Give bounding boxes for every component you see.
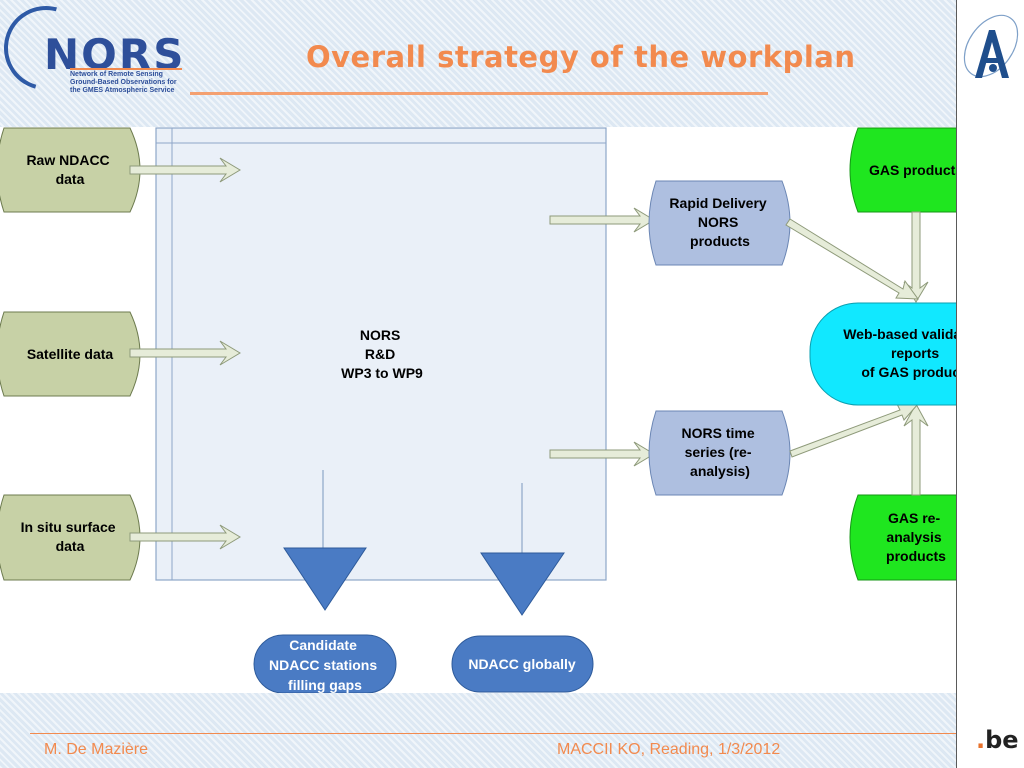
logo-subtitle-line: the GMES Atmospheric Service xyxy=(70,87,175,94)
gas-reanalysis-label-line: analysis xyxy=(886,529,941,545)
agency-a-logo-icon xyxy=(963,14,1019,78)
gas-products-label: GAS products xyxy=(869,162,956,178)
page-title: Overall strategy of the workplan xyxy=(306,40,856,74)
rapid-label-line: products xyxy=(690,233,750,249)
side-panel xyxy=(956,0,1024,768)
title-underline xyxy=(190,92,768,95)
logo-divider xyxy=(70,68,182,70)
arrow-satellite-to-center xyxy=(129,340,241,366)
input-label-line: data xyxy=(56,171,85,187)
box-nors-time-series xyxy=(648,410,791,496)
triangle-candidate xyxy=(283,547,367,611)
input-label-line: In situ surface xyxy=(21,519,116,535)
input-label-line: data xyxy=(56,538,85,554)
arrow-timeseries-to-validation xyxy=(789,403,920,458)
arrow-center-to-rapid xyxy=(549,207,655,233)
diagram-area: NORS R&D WP3 to WP9 Raw NDACC data Satel… xyxy=(0,127,1024,694)
arrow-rapid-to-validation xyxy=(785,218,920,300)
gas-reanalysis-label-line: GAS re- xyxy=(888,510,940,526)
gas-reanalysis-label-line: products xyxy=(886,548,946,564)
footer-event: MACCII KO, Reading, 1/3/2012 xyxy=(557,741,781,758)
be-logo-text: be xyxy=(985,726,1019,754)
input-in-situ-label: In situ surface data xyxy=(21,519,120,554)
rapid-delivery-label: Rapid Delivery NORS products xyxy=(669,195,770,249)
input-satellite-label: Satellite data xyxy=(27,346,114,362)
time-series-label-line: series (re- xyxy=(685,444,752,460)
footer-divider xyxy=(30,733,956,734)
validation-label-line: of GAS products xyxy=(861,364,956,380)
workplan-diagram: NORS R&D WP3 to WP9 Raw NDACC data Satel… xyxy=(0,127,1024,694)
time-series-label-line: NORS time xyxy=(681,425,754,441)
validation-label: Web-based validation reports of GAS prod… xyxy=(843,326,956,380)
center-label: NORS R&D WP3 to WP9 xyxy=(341,327,423,381)
candidate-label-line: Candidate xyxy=(289,637,357,653)
gas-products-label-line: GAS products xyxy=(869,162,956,178)
center-label-line: NORS xyxy=(360,327,400,343)
input-raw-ndacc-label: Raw NDACC data xyxy=(26,152,113,187)
input-raw-ndacc xyxy=(0,127,141,213)
logo-subtitle-line: Ground-Based Observations for xyxy=(70,79,177,86)
validation-label-line: Web-based validation xyxy=(843,326,956,342)
rapid-label-line: Rapid Delivery xyxy=(669,195,766,211)
input-label-line: Satellite data xyxy=(27,346,114,362)
candidate-label: Candidate NDACC stations filling gaps xyxy=(269,637,381,693)
logo-subtitle-line: Network of Remote Sensing xyxy=(70,71,163,78)
center-label-line: WP3 to WP9 xyxy=(341,365,423,381)
gas-reanalysis-label: GAS re- analysis products xyxy=(886,510,946,564)
arrow-raw-to-center xyxy=(129,157,241,183)
footer-author: M. De Mazière xyxy=(44,741,149,758)
box-rapid-delivery xyxy=(648,180,791,266)
arrow-gas-to-validation xyxy=(903,211,929,303)
time-series-label: NORS time series (re- analysis) xyxy=(681,425,758,479)
arrow-insitu-to-center xyxy=(129,524,241,550)
input-in-situ xyxy=(0,494,141,581)
validation-label-line: reports xyxy=(891,345,939,361)
arrow-center-to-timeseries xyxy=(549,441,655,467)
triangle-global xyxy=(480,552,565,616)
rapid-label-line: NORS xyxy=(698,214,738,230)
input-label-line: Raw NDACC xyxy=(26,152,109,168)
ndacc-globally-label-line: NDACC globally xyxy=(468,656,576,672)
belgium-be-logo: .be xyxy=(976,726,1019,754)
candidate-label-line: NDACC stations xyxy=(269,657,377,673)
time-series-label-line: analysis) xyxy=(690,463,750,479)
input-satellite xyxy=(0,311,141,397)
center-label-line: R&D xyxy=(365,346,395,362)
arrow-reanalysis-to-validation xyxy=(903,402,929,496)
candidate-label-line: filling gaps xyxy=(288,677,362,693)
nors-logo-subtitle: Network of Remote Sensing Ground-Based O… xyxy=(70,71,200,95)
ndacc-globally-label: NDACC globally xyxy=(468,656,576,672)
box-ndacc-globally xyxy=(451,635,594,693)
be-logo-dot: . xyxy=(976,726,986,754)
